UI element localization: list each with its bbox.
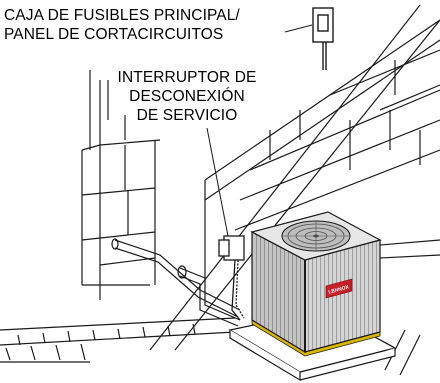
disconnect-callout-line-2: DESCONEXIÓN <box>129 88 245 105</box>
unit-logo-text: LENNOX <box>328 284 350 295</box>
brick-pier <box>81 70 161 300</box>
fuse-box-callout-line-1: CAJA DE FUSIBLES PRINCIPAL/ <box>4 7 240 24</box>
disconnect-switch <box>218 235 245 321</box>
refrigerant-lines <box>111 238 241 327</box>
fuse-box-callout: CAJA DE FUSIBLES PRINCIPAL/ PANEL DE COR… <box>4 6 240 44</box>
ground-edge <box>0 239 440 376</box>
fuse-box <box>312 7 334 70</box>
disconnect-callout-line-1: INTERRUPTOR DE <box>117 69 257 86</box>
unit-logo: LENNOX <box>325 278 353 299</box>
house-wall <box>149 4 440 351</box>
disconnect-callout-line-3: DE SERVICIO <box>136 107 238 124</box>
ac-condenser-unit: LENNOX <box>228 211 397 382</box>
disconnect-callout: INTERRUPTOR DE DESCONEXIÓN DE SERVICIO <box>106 68 268 125</box>
leader-lines <box>206 24 313 237</box>
fuse-box-callout-line-2: PANEL DE CORTACIRCUITOS <box>4 26 224 43</box>
